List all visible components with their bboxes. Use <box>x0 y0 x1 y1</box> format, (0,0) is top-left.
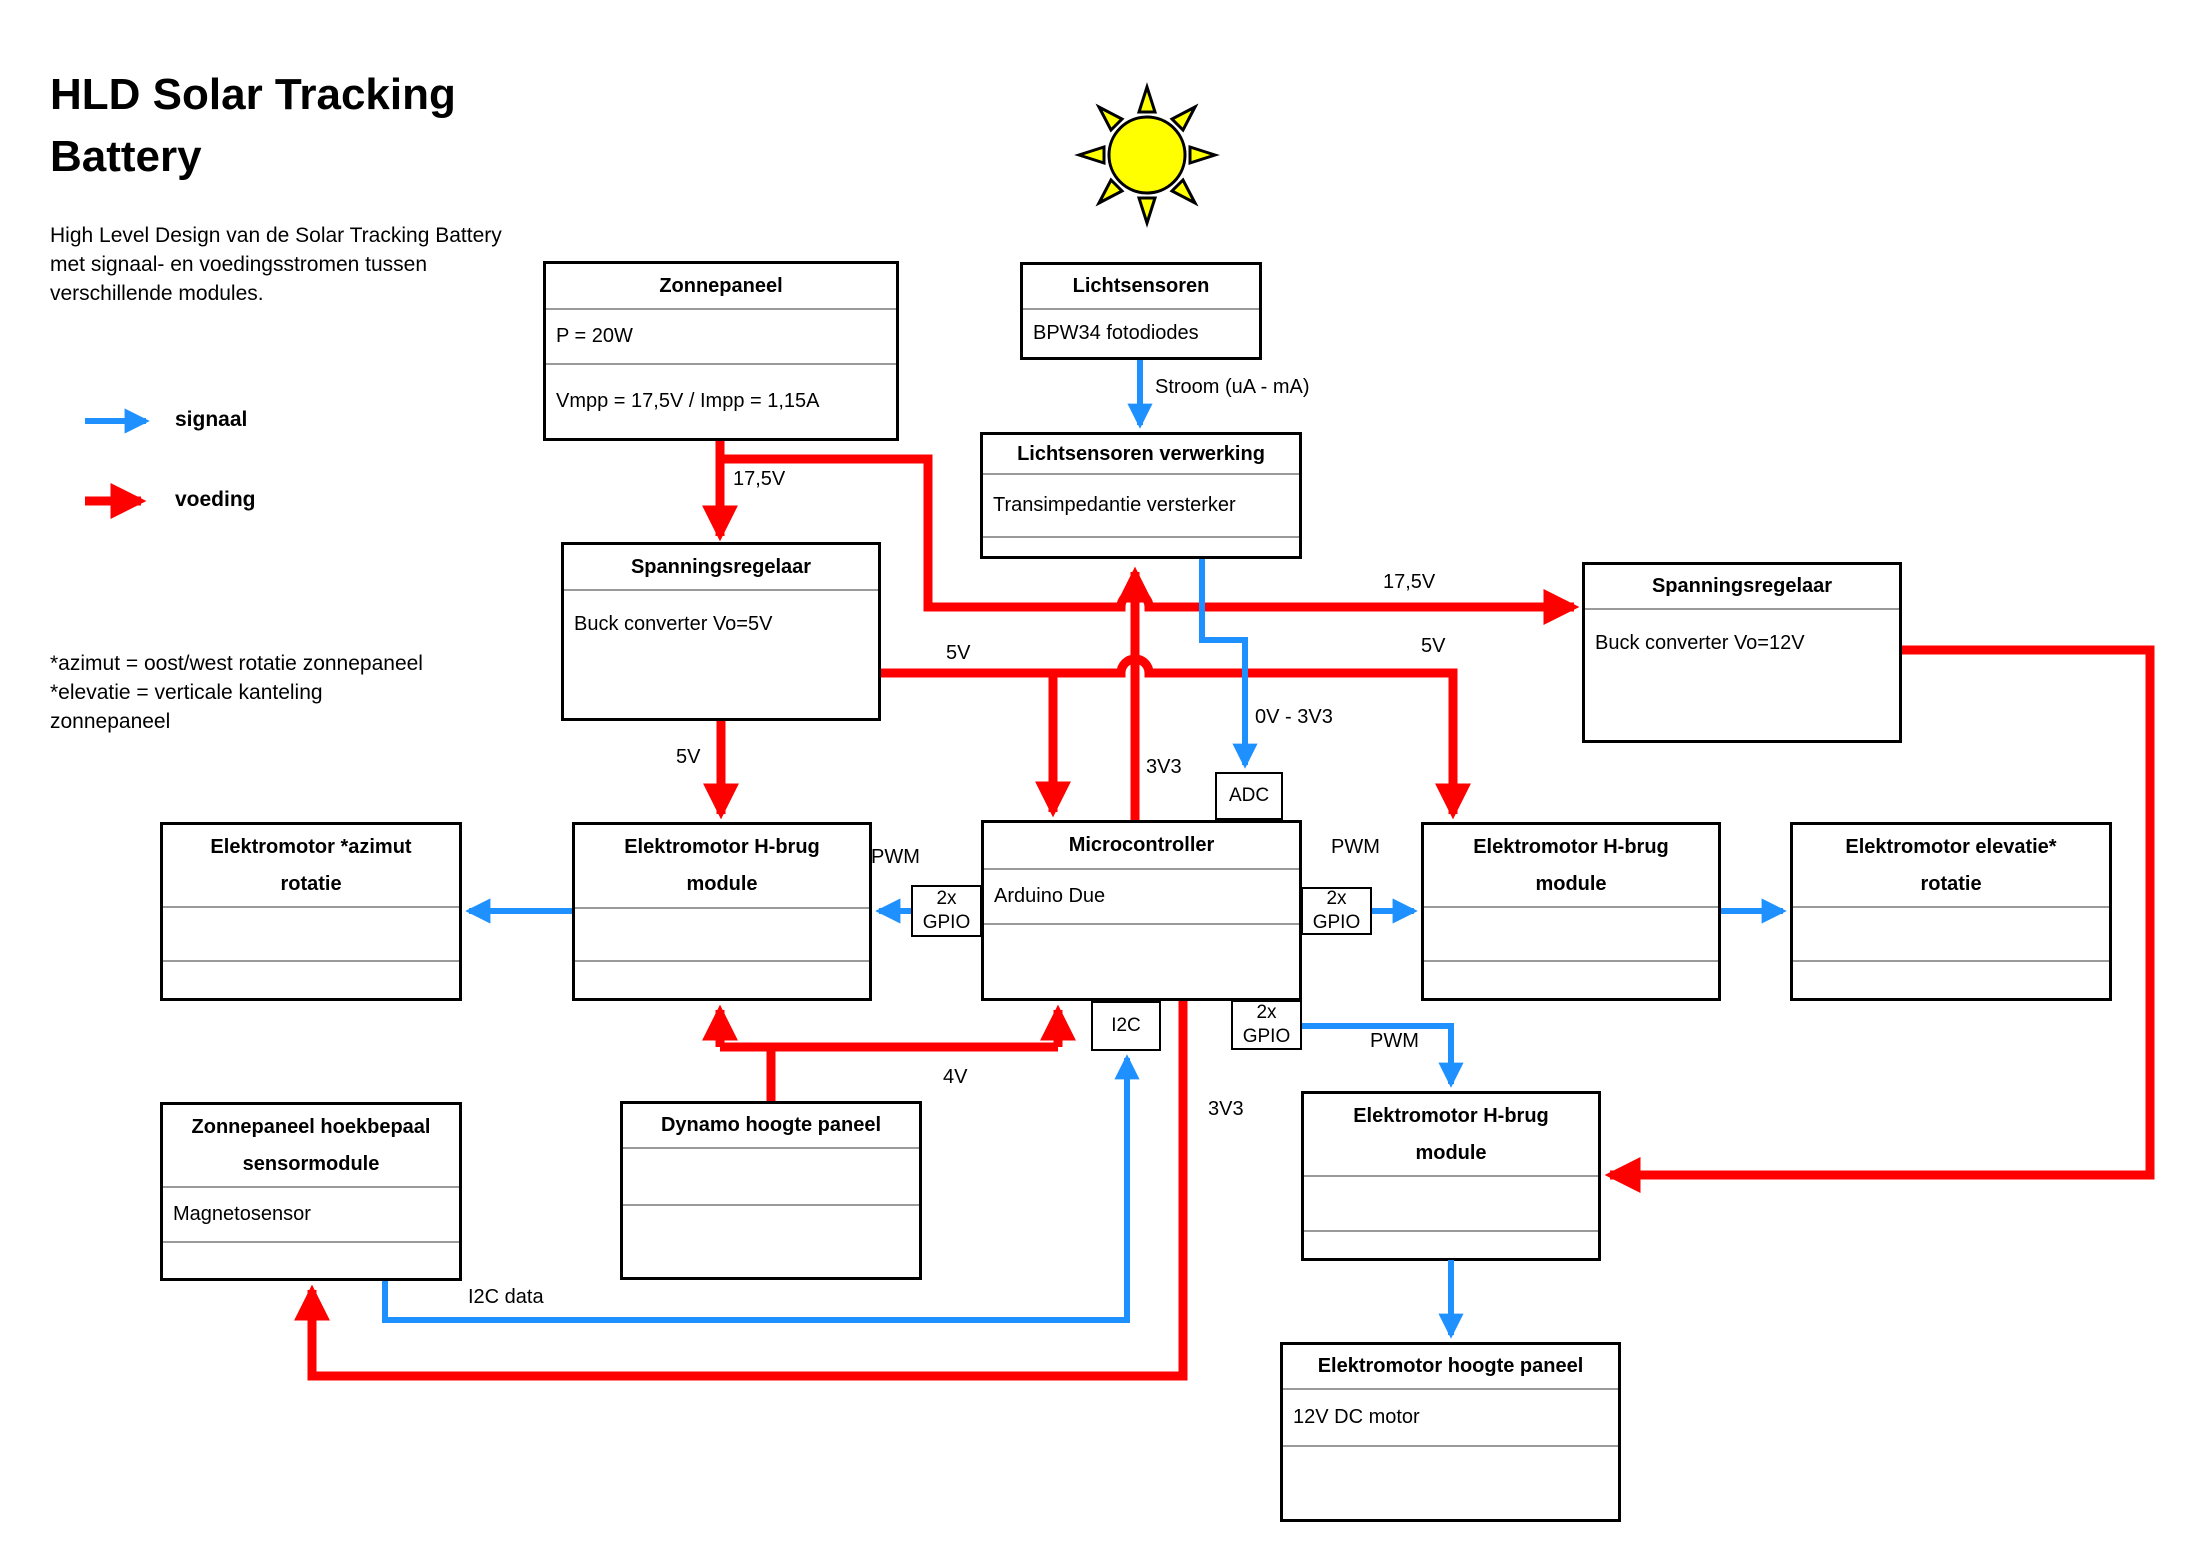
module-lichtsensoren-verwerking: Lichtsensoren verwerking Transimpedantie… <box>980 432 1302 559</box>
module-hbrug-onder: Elektromotor H-brug module <box>1301 1091 1601 1261</box>
wire-label-pwm-bottom: PWM <box>1370 1030 1419 1052</box>
module-title: Elektromotor H-brug module <box>1353 1104 1549 1164</box>
wire-label-adc-range: 0V - 3V3 <box>1255 706 1333 728</box>
module-row: Buck converter Vo=12V <box>1585 608 1899 740</box>
module-dynamo: Dynamo hoogte paneel <box>620 1101 922 1280</box>
module-hbrug-links: Elektromotor H-brug module <box>572 822 872 1001</box>
module-title: Microcontroller <box>1068 834 1215 856</box>
note-azimut: *azimut = oost/west rotatie zonnepaneel <box>50 652 423 675</box>
module-elektromotor-azimut: Elektromotor *azimut rotatie <box>160 822 462 1001</box>
module-row-empty <box>575 960 869 998</box>
legend-power-label: voeding <box>175 488 256 511</box>
module-title: Elektromotor elevatie* rotatie <box>1845 835 2057 895</box>
module-row-empty <box>163 1241 459 1278</box>
module-row-empty <box>1283 1445 1618 1519</box>
module-title: Lichtsensoren <box>1072 275 1210 297</box>
module-spanningsregelaar-12v: Spanningsregelaar Buck converter Vo=12V <box>1582 562 1902 743</box>
wire-label-5v-right: 5V <box>1421 635 1446 657</box>
module-title: Elektromotor *azimut rotatie <box>210 835 412 895</box>
wire-label-stroom: Stroom (uA - mA) <box>1155 376 1310 398</box>
module-title: Lichtsensoren verwerking <box>1017 442 1265 465</box>
wire-label-4v: 4V <box>943 1066 968 1088</box>
module-title: Elektromotor hoogte paneel <box>1317 1355 1584 1377</box>
module-spanningsregelaar-5v: Spanningsregelaar Buck converter Vo=5V <box>561 542 881 721</box>
module-title: Elektromotor H-brug module <box>624 836 820 895</box>
module-title: Zonnepaneel hoekbepaal sensormodule <box>191 1115 431 1175</box>
module-title: Spanningsregelaar <box>630 555 812 578</box>
wire-label-5v-left: 5V <box>946 642 971 664</box>
wire-label-17v5-panel: 17,5V <box>733 468 786 490</box>
module-row-empty <box>1304 1230 1598 1258</box>
port-gpio-left: 2x GPIO <box>911 885 982 937</box>
module-title: Zonnepaneel <box>659 274 783 297</box>
module-row: Magnetosensor <box>163 1186 459 1241</box>
module-row-empty <box>1424 960 1718 998</box>
module-hoekbepaal-sensor: Zonnepaneel hoekbepaal sensormodule Magn… <box>160 1102 462 1281</box>
notes: *azimut = oost/west rotatie zonnepaneel … <box>50 650 425 737</box>
module-row: Arduino Due <box>984 868 1299 923</box>
module-row-empty <box>984 923 1299 998</box>
sun-icon <box>1074 82 1220 228</box>
module-row-empty <box>1424 906 1718 960</box>
module-row-empty <box>983 536 1299 556</box>
module-row: Vmpp = 17,5V / Impp = 1,15A <box>546 363 896 438</box>
module-row-empty <box>1304 1175 1598 1230</box>
wire-5v-bus-to-hbrug-rechts <box>881 654 1471 820</box>
module-row: 12V DC motor <box>1283 1388 1618 1445</box>
module-lichtsensoren: Lichtsensoren BPW34 fotodiodes <box>1020 262 1262 360</box>
module-microcontroller: Microcontroller Arduino Due <box>981 820 1302 1001</box>
module-row-empty <box>163 906 459 960</box>
wire-label-pwm-right: PWM <box>1331 836 1380 858</box>
module-row-empty <box>1793 960 2109 998</box>
wire-label-3v3-mid: 3V3 <box>1146 756 1182 778</box>
module-row-empty <box>575 907 869 960</box>
module-row-empty <box>163 960 459 998</box>
wire-verwerking-to-adc <box>1199 559 1258 769</box>
note-elevatie: *elevatie = verticale kanteling zonnepan… <box>50 680 323 733</box>
wire-label-3v3-bottom: 3V3 <box>1208 1098 1244 1120</box>
wire-label-17v5-bus: 17,5V <box>1383 571 1436 593</box>
port-adc: ADC <box>1215 772 1283 820</box>
module-elektromotor-elevatie: Elektromotor elevatie* rotatie <box>1790 822 2112 1001</box>
module-row-empty <box>1793 906 2109 960</box>
module-zonnepaneel: Zonnepaneel P = 20W Vmpp = 17,5V / Impp … <box>543 261 899 441</box>
module-row: Transimpedantie versterker <box>983 473 1299 536</box>
page-title: HLD Solar Tracking Battery <box>50 70 456 182</box>
module-row-empty <box>623 1147 919 1204</box>
module-elektromotor-hoogte: Elektromotor hoogte paneel 12V DC motor <box>1280 1342 1621 1522</box>
module-title: Elektromotor H-brug module <box>1473 835 1669 895</box>
wire-label-i2c-data: I2C data <box>468 1286 544 1308</box>
module-row: P = 20W <box>546 308 896 363</box>
wire-label-5v-down: 5V <box>676 746 701 768</box>
page-subtitle: High Level Design van de Solar Tracking … <box>50 224 502 305</box>
module-title: Spanningsregelaar <box>1651 575 1833 597</box>
wire-label-pwm-left: PWM <box>871 846 920 868</box>
port-i2c: I2C <box>1091 1001 1161 1051</box>
legend-signal-label: signaal <box>175 408 248 431</box>
port-gpio-bottom: 2x GPIO <box>1231 1000 1302 1050</box>
module-row: Buck converter Vo=5V <box>564 589 878 718</box>
module-row-empty <box>623 1204 919 1277</box>
module-hbrug-rechts: Elektromotor H-brug module <box>1421 822 1721 1001</box>
port-gpio-right: 2x GPIO <box>1301 887 1372 935</box>
module-title: Dynamo hoogte paneel <box>660 1114 882 1136</box>
module-row: BPW34 fotodiodes <box>1023 308 1259 357</box>
